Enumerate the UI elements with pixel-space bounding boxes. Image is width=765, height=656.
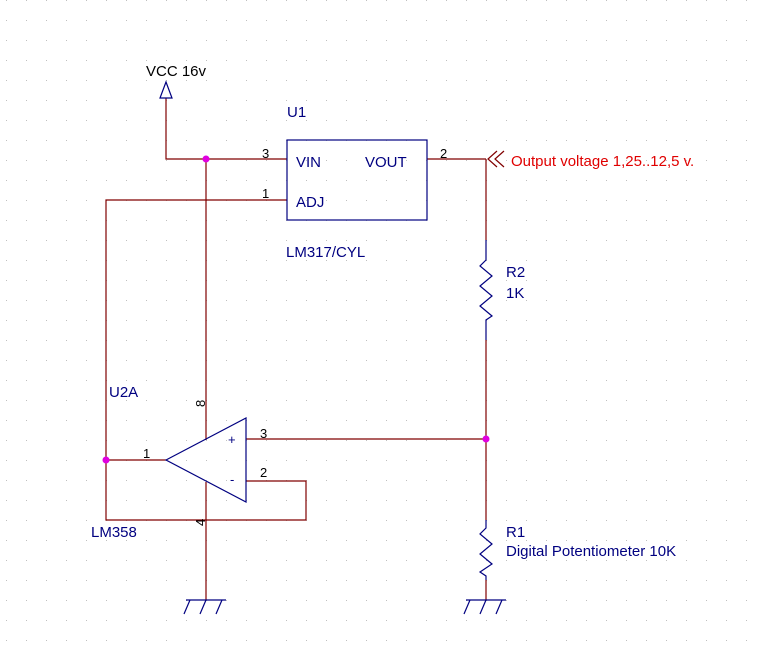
resistor-r1-refdes: R1 xyxy=(506,524,525,541)
opamp-refdes: U2A xyxy=(109,384,138,401)
resistor-r1-zigzag xyxy=(478,520,494,580)
resistor-r2-zigzag xyxy=(479,240,494,340)
opamp-num-minus: 2 xyxy=(260,465,267,480)
output-arrow-icon xyxy=(494,150,505,168)
junction-dot xyxy=(482,435,490,443)
vcc-power-symbol: VCC 16v xyxy=(146,63,207,99)
resistor-r1-value: Digital Potentiometer 10K xyxy=(506,543,676,560)
regulator-pin-vout: VOUT xyxy=(365,154,407,171)
resistor-r1: R1 Digital Potentiometer 10K xyxy=(478,520,676,580)
ground-symbol-left xyxy=(183,599,226,615)
junction-dot xyxy=(202,155,210,163)
resistor-r2-value: 1K xyxy=(506,285,524,302)
regulator-u1: U1 VIN VOUT ADJ LM317/CYL 3 2 1 xyxy=(262,104,447,261)
resistor-r2: R2 1K xyxy=(479,240,525,340)
ground-icon xyxy=(183,599,191,615)
regulator-pin-vin: VIN xyxy=(296,154,321,171)
opamp-num-vminus: 4 xyxy=(193,519,208,526)
regulator-num-vout: 2 xyxy=(440,146,447,161)
wires xyxy=(105,98,487,600)
opamp-num-vplus: 8 xyxy=(193,400,208,407)
opamp-triangle xyxy=(164,417,247,503)
ground-icon xyxy=(199,599,207,615)
wire-adj-feedback xyxy=(105,199,287,521)
junctions xyxy=(102,155,490,464)
opamp-plus-sign: + xyxy=(228,432,236,447)
ground-symbol-right xyxy=(463,599,506,615)
regulator-num-vin: 3 xyxy=(262,146,269,161)
ground-icon xyxy=(495,599,503,615)
wire-vcc-to-vin xyxy=(165,98,287,160)
opamp-num-out: 1 xyxy=(143,446,150,461)
opamp-part: LM358 xyxy=(91,524,137,541)
junction-dot xyxy=(102,456,110,464)
resistor-r2-refdes: R2 xyxy=(506,264,525,281)
ground-icon xyxy=(215,599,223,615)
regulator-pin-adj: ADJ xyxy=(296,194,324,211)
output-net: Output voltage 1,25..12,5 v. xyxy=(487,150,694,170)
regulator-part: LM317/CYL xyxy=(286,244,365,261)
vcc-label: VCC 16v xyxy=(146,63,207,80)
output-voltage-label: Output voltage 1,25..12,5 v. xyxy=(511,153,694,170)
regulator-num-adj: 1 xyxy=(262,186,269,201)
ground-icon xyxy=(479,599,487,615)
opamp-num-plus: 3 xyxy=(260,426,267,441)
regulator-refdes: U1 xyxy=(287,104,306,121)
regulator-body xyxy=(286,139,428,221)
opamp-minus-sign: - xyxy=(230,472,234,487)
background-grid xyxy=(6,0,747,641)
vcc-arrow-icon xyxy=(159,80,173,99)
ground-icon xyxy=(463,599,471,615)
output-arrow-icon xyxy=(487,150,498,168)
wire-minus-feedback xyxy=(206,480,307,521)
opamp-u2a: + - U2A LM358 1 3 2 8 4 xyxy=(91,384,267,541)
